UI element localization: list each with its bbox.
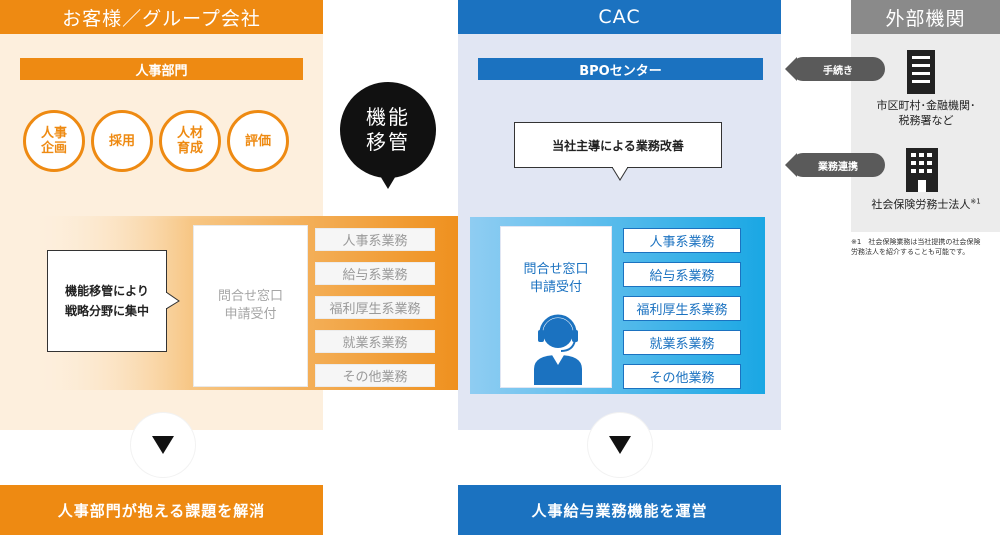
circle-evaluation: 評価 — [227, 110, 289, 172]
client-down-arrow — [131, 413, 195, 477]
client-footer: 人事部門が抱える課題を解消 — [0, 485, 323, 535]
improvement-bubble-text: 当社主導による業務改善 — [552, 138, 684, 153]
transfer-item-other: その他業務 — [315, 364, 435, 387]
cac-item-hr: 人事系業務 — [623, 228, 741, 253]
improvement-bubble-tail — [611, 167, 629, 181]
collab-pill-label: 業務連携 — [791, 153, 885, 177]
transfer-item-welfare: 福利厚生系業務 — [315, 296, 435, 319]
improvement-bubble: 当社主導による業務改善 — [514, 122, 722, 168]
collab-pill: 業務連携 — [791, 153, 885, 177]
down-arrow-icon — [152, 436, 174, 454]
cac-inquiry-box: 問合せ窓口 申請受付 — [500, 226, 612, 388]
cac-item-other: その他業務 — [623, 364, 741, 389]
strategy-bubble-text: 機能移管により 戦略分野に集中 — [64, 284, 149, 318]
hr-dept-bar: 人事部門 — [20, 58, 303, 80]
client-header: お客様／グループ会社 — [0, 0, 323, 34]
cac-item-payroll: 給与系業務 — [623, 262, 741, 287]
external-footnote: ※1 社会保険業務は当社提携の社会保険 労務法人を紹介することも可能です。 — [851, 238, 981, 256]
circle-talent-development: 人材 育成 — [159, 110, 221, 172]
transfer-item-payroll: 給与系業務 — [315, 262, 435, 285]
cac-footer: 人事給与業務機能を運営 — [458, 485, 781, 535]
bpo-center-bar: BPOセンター — [478, 58, 763, 80]
external-panel — [851, 0, 1000, 232]
left-arrow-icon — [785, 153, 797, 177]
procedure-pill-label: 手続き — [791, 57, 885, 81]
transfer-circle: 機能 移管 — [340, 82, 436, 178]
transfer-circle-label: 機能 移管 — [366, 105, 410, 154]
client-inquiry-label: 問合せ窓口 申請受付 — [217, 289, 283, 322]
transfer-item-hr: 人事系業務 — [315, 228, 435, 251]
transfer-circle-tail — [379, 174, 397, 189]
building-icon — [906, 148, 938, 192]
circle-hr-planning: 人事 企画 — [23, 110, 85, 172]
cac-item-attendance: 就業系業務 — [623, 330, 741, 355]
left-arrow-icon — [785, 57, 797, 81]
external-header: 外部機関 — [851, 0, 1000, 34]
external-org2-footnote-mark: ※1 — [970, 197, 981, 206]
cac-inquiry-label: 問合せ窓口 申請受付 — [523, 262, 589, 295]
cac-item-welfare: 福利厚生系業務 — [623, 296, 741, 321]
external-org1: 市区町村･金融機関･ 税務署など — [876, 99, 976, 127]
transfer-item-attendance: 就業系業務 — [315, 330, 435, 353]
client-inquiry-box: 問合せ窓口 申請受付 — [193, 225, 308, 387]
cac-down-arrow — [588, 413, 652, 477]
strategy-bubble: 機能移管により 戦略分野に集中 — [47, 250, 167, 352]
procedure-pill: 手続き — [791, 57, 885, 81]
building-icon — [907, 50, 935, 94]
down-arrow-icon — [609, 436, 631, 454]
cac-header: CAC — [458, 0, 781, 34]
external-org2: 社会保険労務士法人※1 — [856, 196, 996, 212]
strategy-bubble-tail — [166, 292, 180, 310]
operator-headset-icon — [534, 314, 582, 385]
circle-recruiting: 採用 — [91, 110, 153, 172]
external-org2-label: 社会保険労務士法人 — [871, 198, 971, 211]
